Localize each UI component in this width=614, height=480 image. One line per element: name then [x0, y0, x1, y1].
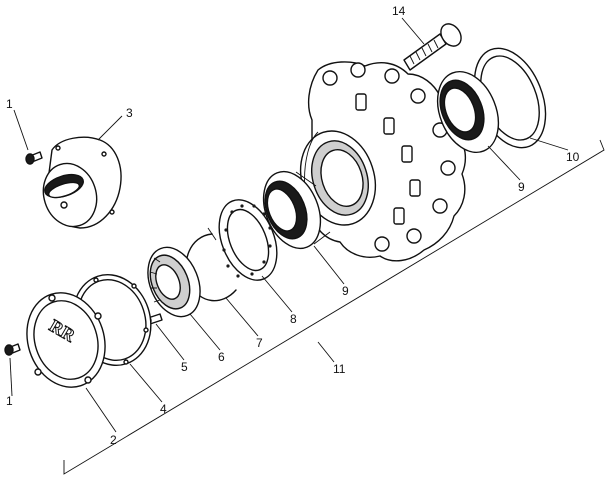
- callout-2: 2: [110, 433, 117, 447]
- leader-3: [97, 115, 123, 141]
- leader-5: [155, 323, 185, 361]
- leader-9b: [313, 245, 345, 285]
- leader-10: [529, 137, 569, 151]
- callout-9-lower: 9: [342, 284, 349, 298]
- grease-cap: [42, 136, 122, 229]
- callout-4: 4: [160, 402, 167, 416]
- leader-2: [85, 387, 117, 433]
- leader-1b: [9, 357, 13, 397]
- callout-11: 11: [333, 362, 346, 376]
- leader-4: [129, 363, 163, 403]
- callout-8: 8: [290, 312, 297, 326]
- leader-1a: [13, 109, 29, 151]
- hub-nut: [147, 246, 201, 318]
- inner-bearing: [262, 170, 331, 250]
- bolt-lower: [4, 343, 21, 356]
- hub-assembly: [299, 61, 467, 262]
- callout-1-lower: 1: [6, 394, 13, 408]
- callout-14: 14: [392, 4, 406, 18]
- callout-3: 3: [126, 106, 133, 120]
- leader-8: [261, 275, 293, 313]
- leader-lines: [9, 17, 569, 433]
- assembly-bracket: [63, 139, 605, 475]
- callout-labels: 1 1 2 3 4 5 6 7 8 9 9 10 11 14: [6, 4, 580, 447]
- callout-5: 5: [181, 360, 188, 374]
- hub-cap: RR: [26, 292, 106, 388]
- tab-washer: [218, 199, 278, 281]
- callout-7: 7: [256, 336, 263, 350]
- wheel-stud: [403, 23, 462, 71]
- leader-9a: [487, 145, 521, 181]
- leader-7: [225, 297, 259, 337]
- callout-9-upper: 9: [518, 180, 525, 194]
- outer-bearing: [436, 70, 500, 154]
- callout-6: 6: [218, 350, 225, 364]
- leader-6: [189, 313, 221, 351]
- leader-14: [401, 17, 425, 45]
- callout-1-upper: 1: [6, 97, 13, 111]
- bolt-upper: [25, 151, 43, 165]
- leader-11: [317, 341, 335, 363]
- callout-10: 10: [566, 150, 580, 164]
